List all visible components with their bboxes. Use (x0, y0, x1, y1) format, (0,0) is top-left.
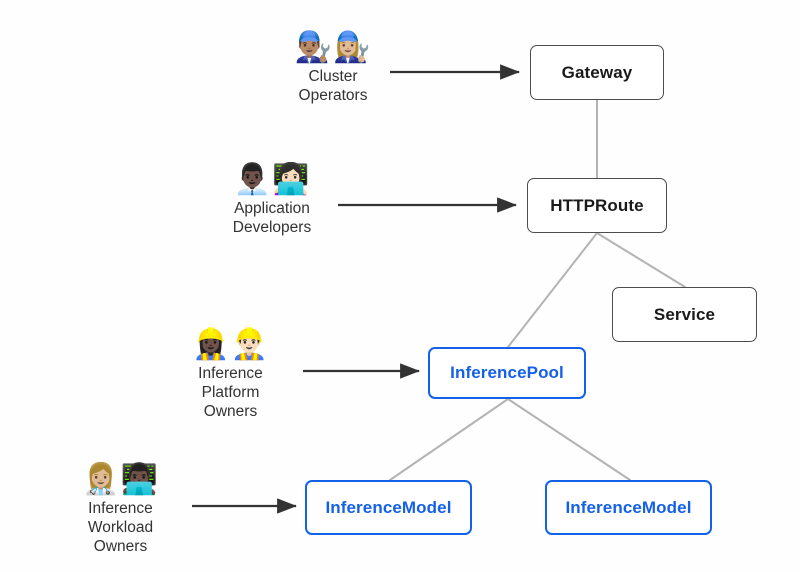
developer-pair-icon: 👨🏿‍💼👩🏻‍💻 (233, 162, 311, 197)
node-label: InferenceModel (325, 497, 452, 517)
node-label: HTTPRoute (550, 195, 644, 215)
node-inferencemodel-left[interactable]: InferenceModel (305, 480, 472, 535)
connector-pool-to-model-left (389, 398, 509, 481)
actor-label-line: Application (234, 200, 310, 217)
actor-label-line: Workload Owners (87, 518, 154, 555)
actor-label-line: Platform Owners (201, 383, 260, 420)
connector-httproute-to-pool (507, 232, 598, 348)
node-inferencemodel-right[interactable]: InferenceModel (545, 480, 712, 535)
connector-httproute-to-service (596, 232, 686, 288)
mechanic-pair-icon: 👨🏽‍🔧👩🏼‍🔧 (294, 30, 372, 65)
node-httproute[interactable]: HTTPRoute (527, 178, 667, 233)
actor-label-line: Inference (88, 500, 153, 517)
actor-arrows (192, 64, 520, 514)
actor-label-line: Developers (232, 218, 312, 236)
actor-label-line: Inference (198, 365, 263, 382)
node-label: Gateway (561, 62, 633, 82)
workload-owner-pair-icon: 👩🏼‍⚕️👨🏿‍💻 (82, 462, 159, 497)
actor-label-line: Operators (298, 86, 368, 104)
node-gateway[interactable]: Gateway (530, 45, 664, 100)
actor-label-line: Cluster (308, 68, 358, 85)
node-label: InferencePool (450, 363, 564, 382)
construction-worker-pair-icon: 👷🏿‍♀️👷🏻‍♂️ (192, 327, 269, 362)
connector-pool-to-model-right (507, 398, 631, 481)
node-service[interactable]: Service (612, 287, 757, 342)
node-label: InferenceModel (565, 497, 692, 517)
node-inferencepool[interactable]: InferencePool (428, 347, 586, 399)
node-label: Service (653, 304, 716, 324)
